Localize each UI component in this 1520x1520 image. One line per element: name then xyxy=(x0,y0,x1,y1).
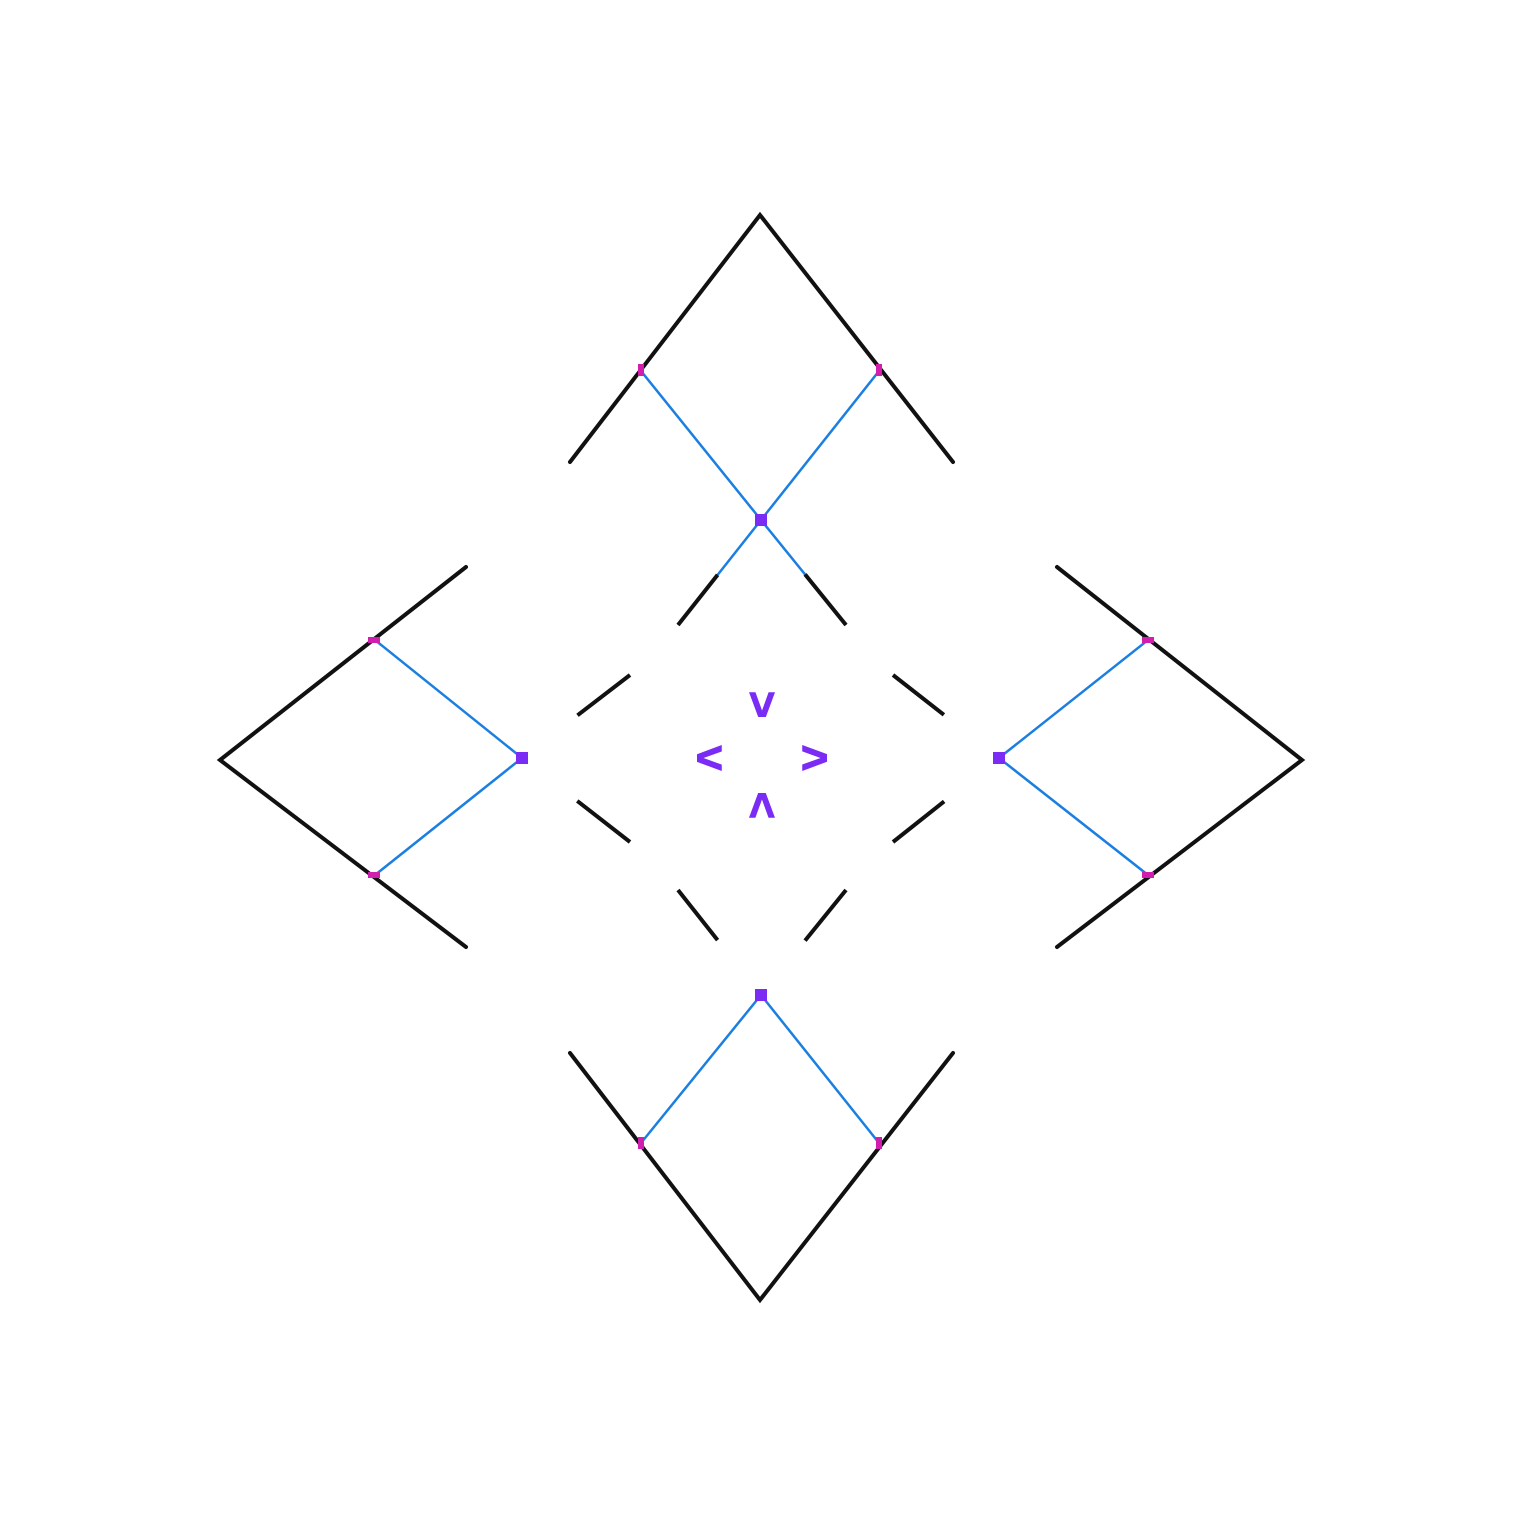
connector-bottom-left-outer xyxy=(640,994,762,1144)
stub-bottom-left xyxy=(676,888,763,997)
tick-mark xyxy=(1142,637,1154,643)
arm-bottom xyxy=(568,888,955,1304)
node-top xyxy=(755,514,767,526)
connector-left-upper-outer xyxy=(374,639,523,759)
stub-right-lower xyxy=(891,756,1001,844)
outline-top xyxy=(568,211,955,464)
connector-bottom-right-outer xyxy=(760,994,880,1144)
outline-right xyxy=(1055,565,1306,949)
node-right xyxy=(993,752,1005,764)
connector-right-lower-outer xyxy=(998,757,1149,876)
outline-bottom xyxy=(568,1051,955,1304)
stub-right-upper xyxy=(891,673,1001,760)
center-glyph-right: V xyxy=(796,744,836,771)
arm-right xyxy=(891,565,1306,949)
connector-top-left-outer xyxy=(640,370,762,521)
connector-top-right-outer xyxy=(760,370,880,521)
node-bottom xyxy=(755,989,767,1001)
node-left xyxy=(516,752,528,764)
stub-left-upper xyxy=(520,673,632,760)
center-glyph-up: V xyxy=(749,686,776,726)
tick-mark xyxy=(368,872,380,878)
tick-mark xyxy=(876,364,882,376)
outline-left xyxy=(216,565,468,949)
tick-mark xyxy=(876,1137,882,1149)
connector-right-upper-outer xyxy=(998,639,1149,759)
center-glyph-down: V xyxy=(748,784,775,824)
connector-left-lower-outer xyxy=(374,757,523,876)
center-glyphs: V V V V xyxy=(688,686,836,824)
stub-top-right xyxy=(759,518,848,627)
arm-left xyxy=(216,565,632,949)
tick-mark xyxy=(638,364,644,376)
stub-bottom-right xyxy=(759,888,848,997)
tick-mark xyxy=(368,637,380,643)
stub-top-left xyxy=(676,518,763,627)
tick-mark xyxy=(1142,872,1154,878)
tick-mark xyxy=(638,1137,644,1149)
arm-top xyxy=(568,211,955,627)
stub-left-lower xyxy=(520,756,632,844)
center-glyph-left: V xyxy=(688,745,728,772)
